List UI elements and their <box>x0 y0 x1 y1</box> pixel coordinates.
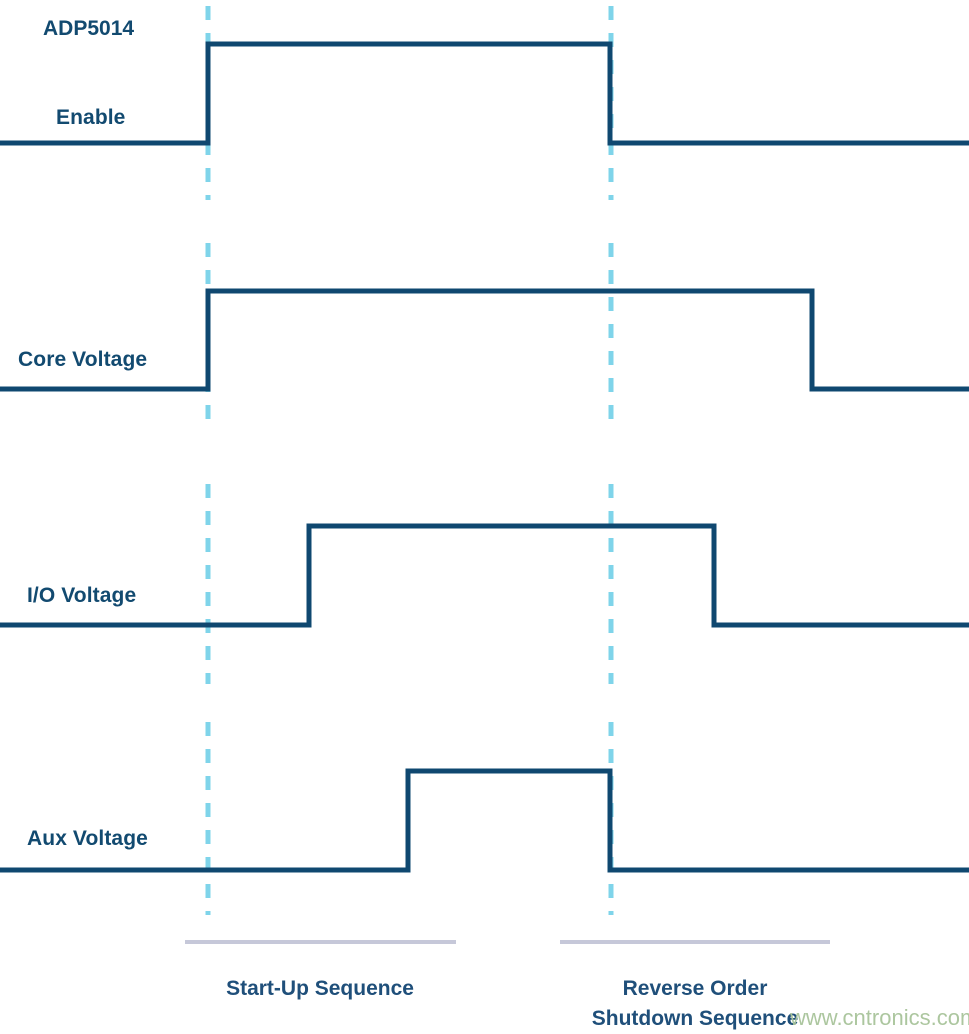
watermark-text: www.cntronics.com <box>789 1005 969 1030</box>
phase-label-start-up: Start-Up Sequence <box>226 977 414 1000</box>
waveform-labels-group: ADP5014 Enable Core Voltage I/O Voltage … <box>18 17 148 850</box>
phase-label-shutdown-line1: Reverse Order <box>623 977 768 1000</box>
phase-label-shutdown-line2: Shutdown Sequence <box>592 1007 799 1030</box>
waveforms-group <box>0 41 969 873</box>
waveform-enable <box>0 41 969 146</box>
part-number-label: ADP5014 <box>43 17 134 40</box>
waveform-core-voltage <box>0 288 969 392</box>
waveform-label-enable: Enable <box>56 106 125 129</box>
waveform-io-voltage <box>0 523 969 628</box>
waveform-label-io-voltage: I/O Voltage <box>27 584 136 607</box>
waveform-aux-voltage <box>0 768 969 873</box>
waveform-label-core-voltage: Core Voltage <box>18 348 147 371</box>
phase-annotations-group: Start-Up Sequence Reverse Order Shutdown… <box>185 940 830 1030</box>
waveform-label-aux-voltage: Aux Voltage <box>27 827 148 850</box>
